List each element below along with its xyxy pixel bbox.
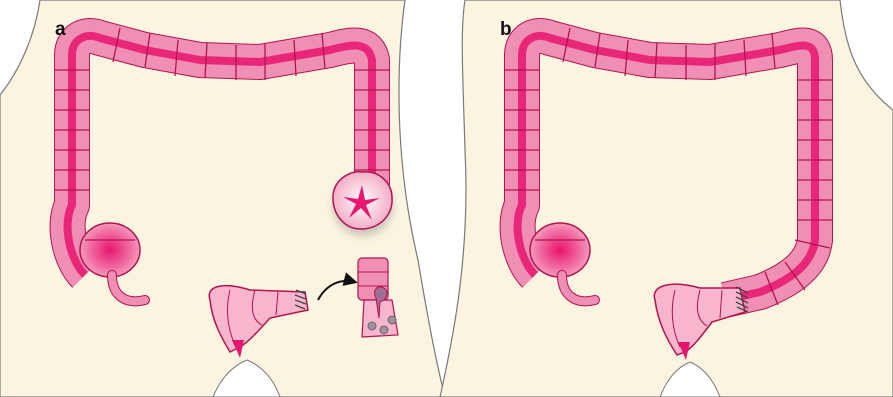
panel-b-label: b [500,19,512,40]
panel-a-label: a [55,19,66,40]
panel-b: b [440,0,893,397]
tumor-icon [333,172,393,236]
panel-a: a [0,0,445,397]
